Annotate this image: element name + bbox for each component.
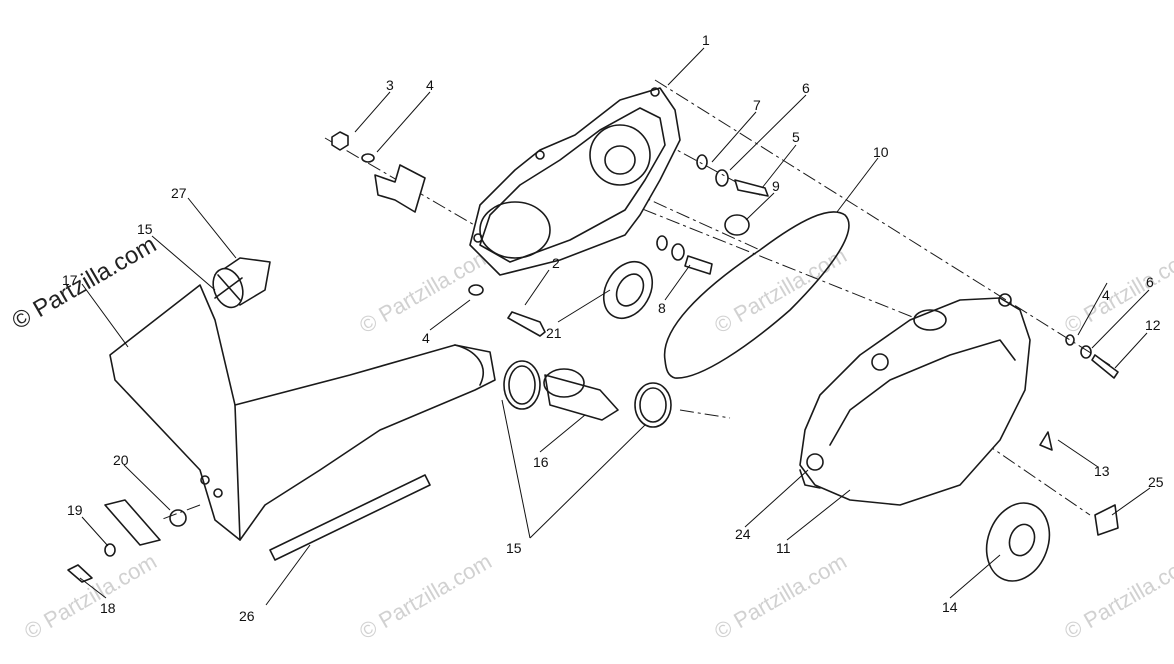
outer-clutch-cover [799,293,1031,506]
filter-cap [212,257,271,309]
callout-13: 13 [1094,463,1110,479]
strip [269,474,431,561]
callout-9: 9 [772,178,780,194]
label [1094,504,1119,536]
watermark: © Partzilla.com [710,243,851,339]
callout-4: 4 [426,77,434,93]
callout-15: 15 [137,221,153,237]
callout-27: 27 [171,185,187,201]
callout-6: 6 [802,80,810,96]
clamps-and-sleeve [503,360,672,428]
callout-17: 17 [62,272,78,288]
intake-duct [109,284,496,541]
callout-20: 20 [113,452,129,468]
callout-15: 15 [506,540,522,556]
fastener-group [67,499,187,583]
hardware-far-right [1039,334,1119,451]
decal [985,502,1051,582]
drive-belt [663,211,850,379]
callout-12: 12 [1145,317,1161,333]
bracket [374,164,426,213]
callout-6: 6 [1146,274,1154,290]
watermark: © Partzilla.com [355,243,496,339]
callout-19: 19 [67,502,83,518]
callouts: 1 2 3 4 4 4 5 6 6 7 8 9 10 11 12 13 14 1… [62,32,1164,624]
callout-14: 14 [942,599,958,615]
callout-7: 7 [753,97,761,113]
callout-8: 8 [658,300,666,316]
callout-16: 16 [533,454,549,470]
callout-3: 3 [386,77,394,93]
callout-4: 4 [1102,287,1110,303]
watermark: © Partzilla.com [355,549,496,645]
watermark: © Partzilla.com [20,549,161,645]
seal [602,260,654,320]
callout-2: 2 [552,255,560,271]
callout-1: 1 [702,32,710,48]
watermark-main: © Partzilla.com [8,231,162,335]
inner-cover-plate [469,87,681,276]
callout-5: 5 [792,129,800,145]
hardware-right [656,154,769,275]
callout-11: 11 [776,540,791,556]
hardware-left [331,131,546,337]
callout-25: 25 [1148,474,1164,490]
leader-lines [79,47,1151,606]
callout-21: 21 [546,325,562,341]
callout-24: 24 [735,526,751,542]
watermark: © Partzilla.com [1060,549,1174,645]
callout-26: 26 [239,608,255,624]
watermark: © Partzilla.com [710,549,851,645]
callout-10: 10 [873,144,889,160]
callout-4: 4 [422,330,430,346]
callout-18: 18 [100,600,116,616]
